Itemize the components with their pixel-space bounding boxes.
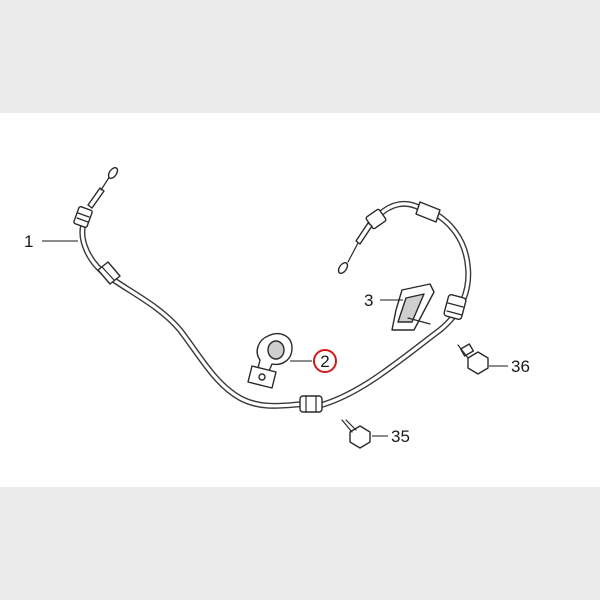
cable-right-boot <box>443 294 467 320</box>
cable-center-boot <box>299 395 323 413</box>
highlight-circle <box>313 349 337 373</box>
cable-right-end-fitting <box>337 208 387 275</box>
cable-upper-boot <box>415 201 441 223</box>
cable-left-boot <box>97 261 121 285</box>
brake-cable <box>73 166 472 413</box>
cable-clamp <box>247 332 293 389</box>
diagram-panel <box>0 113 600 487</box>
callout-1: 1 <box>24 232 33 251</box>
bolt-36 <box>457 343 489 375</box>
bolt-35 <box>341 419 371 449</box>
cable-left-end-fitting <box>73 166 119 228</box>
callout-36: 36 <box>511 357 530 376</box>
callout-2: 2 <box>320 352 329 371</box>
callout-3: 3 <box>364 291 373 310</box>
cable-bracket <box>391 283 435 331</box>
callout-35: 35 <box>391 427 410 446</box>
cable-left-run-inner <box>80 224 307 408</box>
